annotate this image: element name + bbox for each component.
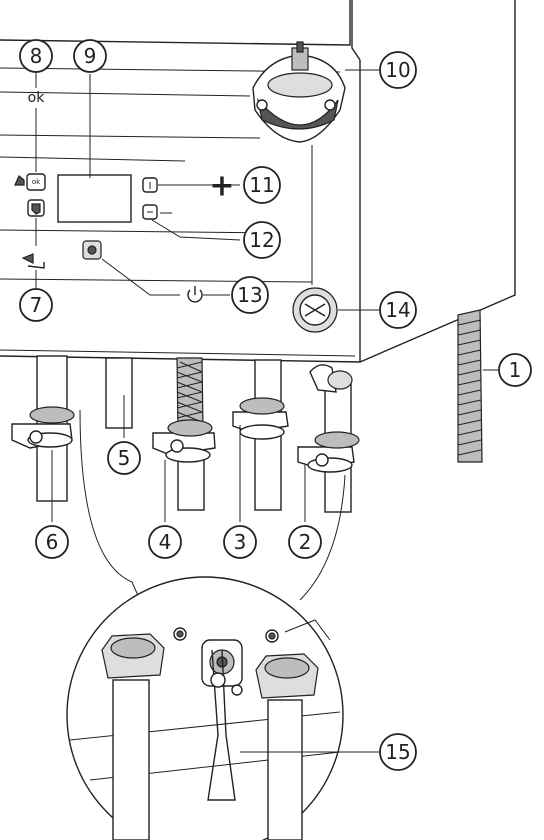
ok-button-label: ok <box>32 178 41 186</box>
svg-text:2: 2 <box>299 530 312 554</box>
svg-text:8: 8 <box>30 44 43 68</box>
svg-text:12: 12 <box>249 228 274 252</box>
connection-pipe-2 <box>297 364 360 513</box>
callout-1: 1 <box>498 353 532 387</box>
info-button[interactable] <box>142 177 158 193</box>
callout-13: 13 <box>231 276 269 314</box>
power-icon <box>187 289 203 303</box>
reset-button[interactable] <box>27 199 45 217</box>
connection-pipe-3 <box>232 359 289 511</box>
minus-button[interactable] <box>142 204 158 220</box>
svg-text:6: 6 <box>46 530 59 554</box>
plus-symbol: + <box>209 169 234 204</box>
flame-icon <box>14 175 25 186</box>
connection-pipe-5 <box>105 357 133 429</box>
display-screen <box>57 174 132 223</box>
svg-text:10: 10 <box>385 58 410 82</box>
svg-text:15: 15 <box>385 740 410 764</box>
callout-3: 3 <box>223 525 257 559</box>
svg-text:11: 11 <box>249 173 274 197</box>
svg-text:5: 5 <box>118 446 131 470</box>
callout-10: 10 <box>379 51 417 89</box>
svg-text:3: 3 <box>234 530 247 554</box>
connection-pipe-6 <box>11 355 75 502</box>
svg-text:7: 7 <box>30 293 43 317</box>
pressure-gauge <box>292 287 338 333</box>
svg-text:14: 14 <box>385 298 410 322</box>
magnified-detail-view <box>66 409 346 840</box>
svg-text:13: 13 <box>237 283 262 307</box>
boiler-housing <box>0 0 516 363</box>
service-button[interactable] <box>82 240 102 260</box>
callout-9: 9 <box>73 39 107 73</box>
callout-14: 14 <box>379 291 417 329</box>
ok-button[interactable]: ok <box>26 173 46 191</box>
callout-7: 7 <box>19 288 53 322</box>
ok-label: ok <box>28 90 46 106</box>
control-panel <box>0 67 341 285</box>
svg-text:1: 1 <box>509 358 522 382</box>
callout-2: 2 <box>288 525 322 559</box>
callout-15: 15 <box>379 733 417 771</box>
svg-text:9: 9 <box>84 44 97 68</box>
back-arrow-icon <box>27 262 45 269</box>
callout-8: 8 <box>19 39 53 73</box>
callout-5: 5 <box>107 441 141 475</box>
svg-text:4: 4 <box>159 530 172 554</box>
flex-gas-pipe <box>457 309 483 463</box>
callout-4: 4 <box>148 525 182 559</box>
callout-12: 12 <box>243 221 281 259</box>
top-valve <box>252 41 346 143</box>
connection-pipe-4 <box>152 357 216 511</box>
callout-11: 11 <box>243 166 281 204</box>
callout-6: 6 <box>35 525 69 559</box>
